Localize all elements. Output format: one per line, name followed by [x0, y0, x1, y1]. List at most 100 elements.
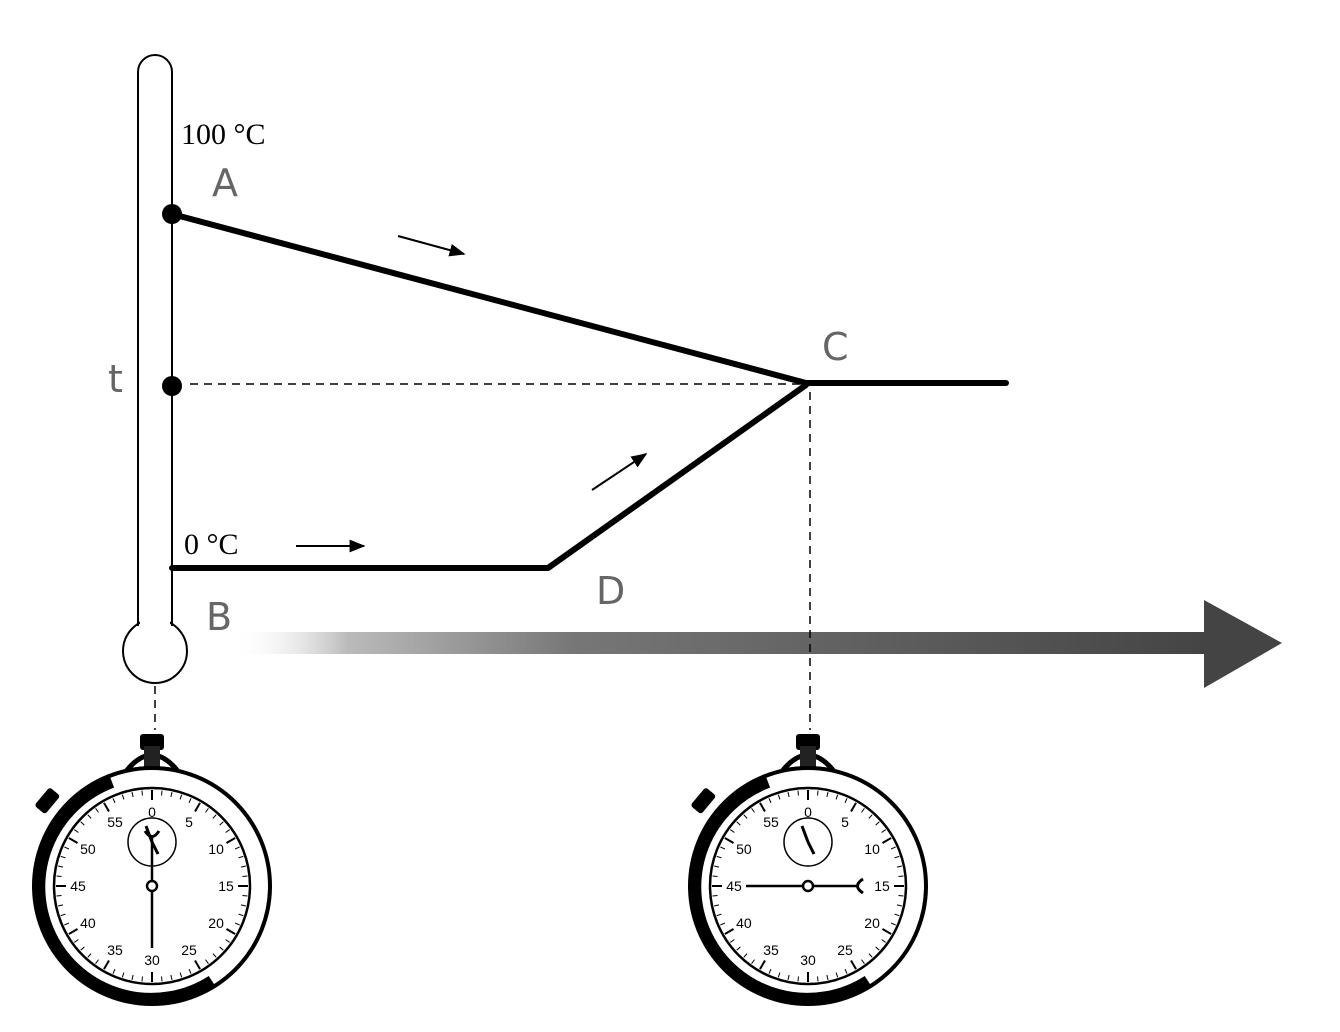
dial-tick — [194, 802, 201, 813]
dial-tick — [817, 790, 819, 796]
dial-tick — [724, 837, 735, 844]
case-shadow — [33, 776, 216, 1005]
dial-tick — [896, 865, 903, 868]
dial-tick — [170, 791, 173, 798]
dial-tick — [768, 968, 772, 974]
dial-tick — [743, 814, 748, 819]
dial-tick — [74, 829, 79, 833]
dial-number: 40 — [736, 915, 752, 931]
dial-tick — [894, 855, 900, 859]
dial-tick — [179, 794, 183, 800]
label-c: C — [822, 325, 849, 369]
dial-tick — [736, 946, 741, 951]
dial-tick — [868, 814, 873, 819]
hand-pivot — [145, 879, 159, 893]
dial-number: 10 — [208, 841, 224, 857]
dial-tick — [225, 829, 230, 833]
dial-tick — [87, 814, 92, 819]
dial-tick — [730, 939, 735, 943]
dial-tick — [205, 808, 209, 813]
dial-tick — [131, 791, 134, 798]
dial-tick — [64, 922, 70, 926]
label-d: D — [596, 569, 625, 613]
dial-tick — [777, 972, 781, 978]
stem — [144, 746, 160, 768]
dial-tick — [64, 846, 70, 850]
dial-tick — [225, 928, 236, 935]
dial-tick — [730, 829, 735, 833]
dial-tick — [194, 959, 201, 970]
equilibrium-dot — [162, 376, 182, 396]
hand-pivot — [801, 879, 815, 893]
dial-tick — [240, 904, 247, 907]
dial-tick — [121, 794, 125, 800]
point-a-dot — [162, 204, 182, 224]
dial-tick — [80, 946, 85, 951]
seconds-hand-tip — [856, 877, 864, 895]
dial-number: 20 — [864, 915, 880, 931]
dial-tick — [112, 968, 116, 974]
case-shadow — [689, 776, 872, 1005]
dial-tick — [797, 790, 799, 796]
dial-tick — [826, 974, 829, 981]
dial-tick — [87, 953, 92, 958]
dial-number: 55 — [107, 814, 123, 830]
dial-tick — [242, 895, 248, 897]
arrow-icon — [591, 453, 648, 491]
dial-tick — [716, 913, 722, 917]
dial-number: 50 — [736, 841, 752, 857]
dial-tick — [787, 791, 790, 798]
dial-number: 35 — [107, 942, 123, 958]
dial-tick — [205, 959, 209, 964]
dial-tick — [777, 794, 781, 800]
dial-tick — [712, 875, 718, 877]
dial-tick — [121, 972, 125, 978]
dial-tick — [861, 959, 865, 964]
dial-number: 25 — [181, 942, 197, 958]
dial-tick — [894, 913, 900, 917]
dial-tick — [720, 846, 726, 850]
dial-tick — [787, 974, 790, 981]
dial-number: 30 — [144, 952, 160, 968]
dial-tick — [103, 959, 110, 970]
label-0c: 0 °C — [184, 528, 239, 561]
dial-tick — [890, 846, 896, 850]
dial-tick — [861, 808, 865, 813]
dial-tick — [720, 922, 726, 926]
dial-number: 10 — [864, 841, 880, 857]
dial-tick — [212, 953, 217, 958]
dial-tick — [835, 972, 839, 978]
dial-tick — [716, 855, 722, 859]
dial-tick — [56, 875, 62, 877]
dial-number: 5 — [841, 814, 849, 830]
dial-tick — [240, 865, 247, 868]
dial-tick — [844, 798, 848, 804]
dial-tick — [724, 928, 735, 935]
dial-tick — [759, 959, 766, 970]
dial-tick — [112, 798, 116, 804]
dial-number: 5 — [185, 814, 193, 830]
dial-tick — [826, 791, 829, 798]
dial-tick — [179, 972, 183, 978]
label-100c: 100 °C — [181, 118, 266, 151]
dial-tick — [844, 968, 848, 974]
seconds-hand-tip — [143, 830, 161, 838]
dial-tick — [57, 865, 64, 868]
dial-tick — [234, 846, 240, 850]
dial-number: 15 — [218, 878, 234, 894]
dial-tick — [170, 974, 173, 981]
dial-tick — [225, 837, 236, 844]
dial-tick — [56, 895, 62, 897]
thermometer-icon — [122, 54, 188, 684]
dial-number: 45 — [70, 878, 86, 894]
dial-tick — [875, 946, 880, 951]
dial-tick — [881, 939, 886, 943]
pusher-button — [691, 788, 716, 814]
cooling-curve-ac — [169, 211, 809, 386]
dial-number: 0 — [148, 804, 156, 820]
dial-tick — [797, 976, 799, 982]
label-b: B — [206, 595, 232, 639]
